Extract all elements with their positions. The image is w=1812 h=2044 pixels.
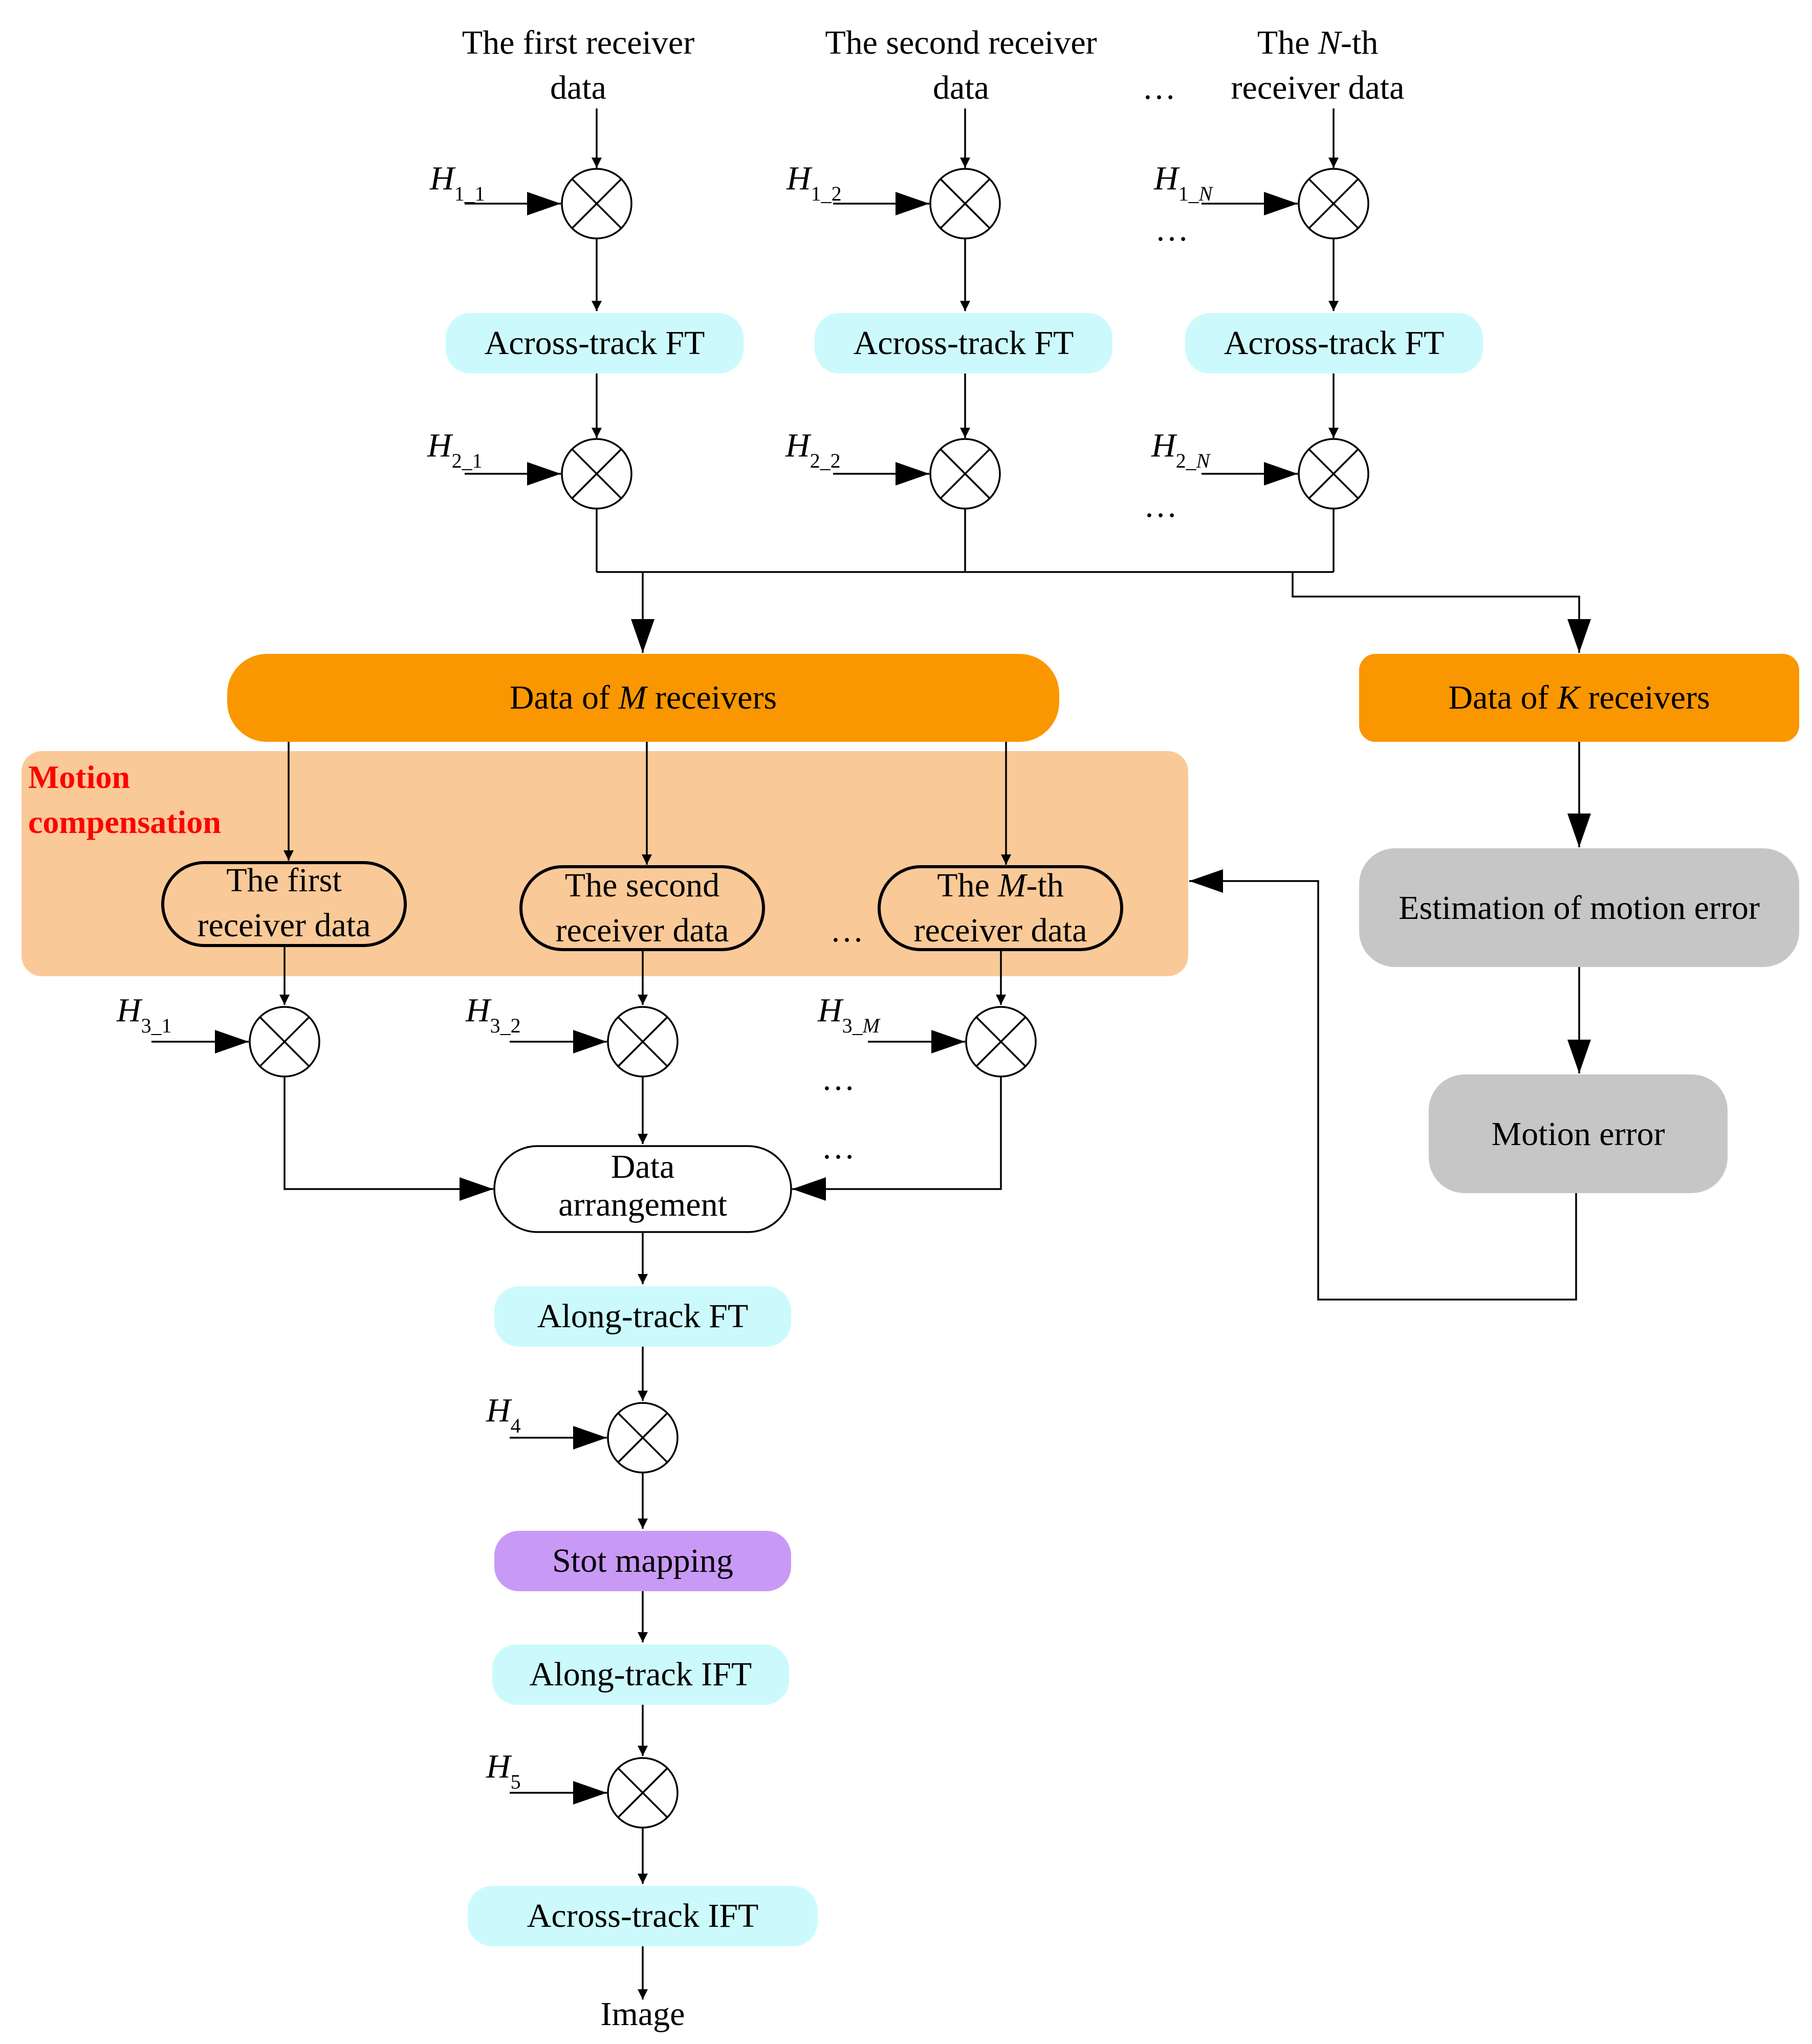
first-receiver-label-line2: data xyxy=(550,69,606,106)
h2-ellipsis: … xyxy=(1144,487,1177,524)
motion-error-box xyxy=(1429,1074,1728,1193)
first-receiver-label-line1: The first receiver xyxy=(462,24,694,61)
h1-2-label: H1_2 xyxy=(786,160,842,205)
mc-second-receiver-line1: The second xyxy=(565,867,719,904)
data-of-k-receivers-box xyxy=(1359,654,1799,742)
h3-1-label: H3_1 xyxy=(116,992,172,1037)
motion-compensation-title-line2: compensation xyxy=(28,804,221,840)
h1-ellipsis: … xyxy=(1155,211,1189,248)
nth-receiver-label-line2: receiver data xyxy=(1231,69,1405,106)
mc-first-receiver-line2: receiver data xyxy=(198,907,371,944)
across-track-ft-box-2 xyxy=(815,313,1112,373)
h4-label: H4 xyxy=(486,1392,521,1437)
multiplier-h1-N xyxy=(1298,168,1369,239)
nth-receiver-label-line1: The N-th xyxy=(1257,24,1378,61)
mc-mth-receiver-line1: The M-th xyxy=(937,867,1063,904)
arrow-bus-to-data-k xyxy=(1292,572,1591,653)
image-label: Image xyxy=(601,1995,685,2033)
multiplier-h1-2 xyxy=(929,168,1001,239)
motion-compensation-panel xyxy=(21,751,1188,976)
multiplier-h3-2 xyxy=(607,1006,679,1078)
across-track-ft-label-2: Across-track FT xyxy=(854,324,1074,362)
arrow-motion-error-feedback xyxy=(1189,869,1577,1301)
data-arrangement-line2: arrangement xyxy=(558,1186,727,1223)
multiplier-h2-2 xyxy=(929,438,1001,510)
along-track-ift-label: Along-track IFT xyxy=(530,1656,752,1693)
across-track-ft-label-1: Across-track FT xyxy=(485,324,705,362)
along-track-ft-label: Along-track FT xyxy=(537,1298,748,1335)
across-track-ft-box-1 xyxy=(446,313,744,373)
multiplier-h5 xyxy=(607,1757,679,1829)
h2-N-label: H2_N xyxy=(1151,427,1211,472)
across-track-ft-label-N: Across-track FT xyxy=(1224,324,1445,362)
second-receiver-label-line2: data xyxy=(933,69,989,106)
data-of-m-receivers-label: Data of M receivers xyxy=(510,679,777,716)
multiplier-h3-1 xyxy=(249,1006,320,1078)
data-of-m-receivers-box xyxy=(227,654,1059,742)
h1-1-label: H1_1 xyxy=(429,160,485,205)
mc-second-receiver-line2: receiver data xyxy=(556,912,729,949)
along-track-ift-box xyxy=(492,1644,789,1705)
multiplier-h3-M xyxy=(965,1006,1037,1078)
h3-ellipsis-1: … xyxy=(821,1060,855,1097)
mc-ellipsis: … xyxy=(830,912,864,949)
multiplier-h2-1 xyxy=(561,438,632,510)
h2-2-label: H2_2 xyxy=(785,427,841,472)
h3-2-label: H3_2 xyxy=(465,992,521,1037)
estimation-box xyxy=(1359,848,1799,967)
stot-mapping-box xyxy=(494,1531,791,1591)
across-track-ft-box-N xyxy=(1185,313,1483,373)
motion-compensation-title-line1: Motion xyxy=(28,759,130,795)
multiplier-h2-N xyxy=(1298,438,1369,510)
data-of-k-receivers-label: Data of K receivers xyxy=(1448,679,1710,716)
multiplier-h4 xyxy=(607,1402,679,1474)
top-ellipsis: … xyxy=(1142,69,1176,106)
mc-mth-receiver-line2: receiver data xyxy=(914,912,1087,949)
h5-label: H5 xyxy=(486,1748,521,1793)
h3-M-label: H3_M xyxy=(817,992,881,1037)
arrow-h3-M-to-arrangement xyxy=(792,1076,1002,1201)
multiplier-h1-1 xyxy=(561,168,632,239)
motion-error-label: Motion error xyxy=(1491,1115,1665,1153)
second-receiver-label-line1: The second receiver xyxy=(825,24,1097,61)
stot-mapping-label: Stot mapping xyxy=(552,1542,733,1579)
across-track-ift-box xyxy=(468,1886,818,1946)
estimation-label: Estimation of motion error xyxy=(1399,889,1760,927)
h2-1-label: H2_1 xyxy=(427,427,483,472)
across-track-ift-label: Across-track IFT xyxy=(527,1897,759,1935)
data-arrangement-line1: Data xyxy=(611,1148,675,1185)
h3-ellipsis-2: … xyxy=(821,1129,855,1166)
along-track-ft-box xyxy=(494,1286,791,1347)
h1-N-label: H1_N xyxy=(1153,160,1214,205)
mc-first-receiver-line1: The first xyxy=(226,862,341,899)
arrow-h3-1-to-arrangement xyxy=(283,1076,493,1201)
